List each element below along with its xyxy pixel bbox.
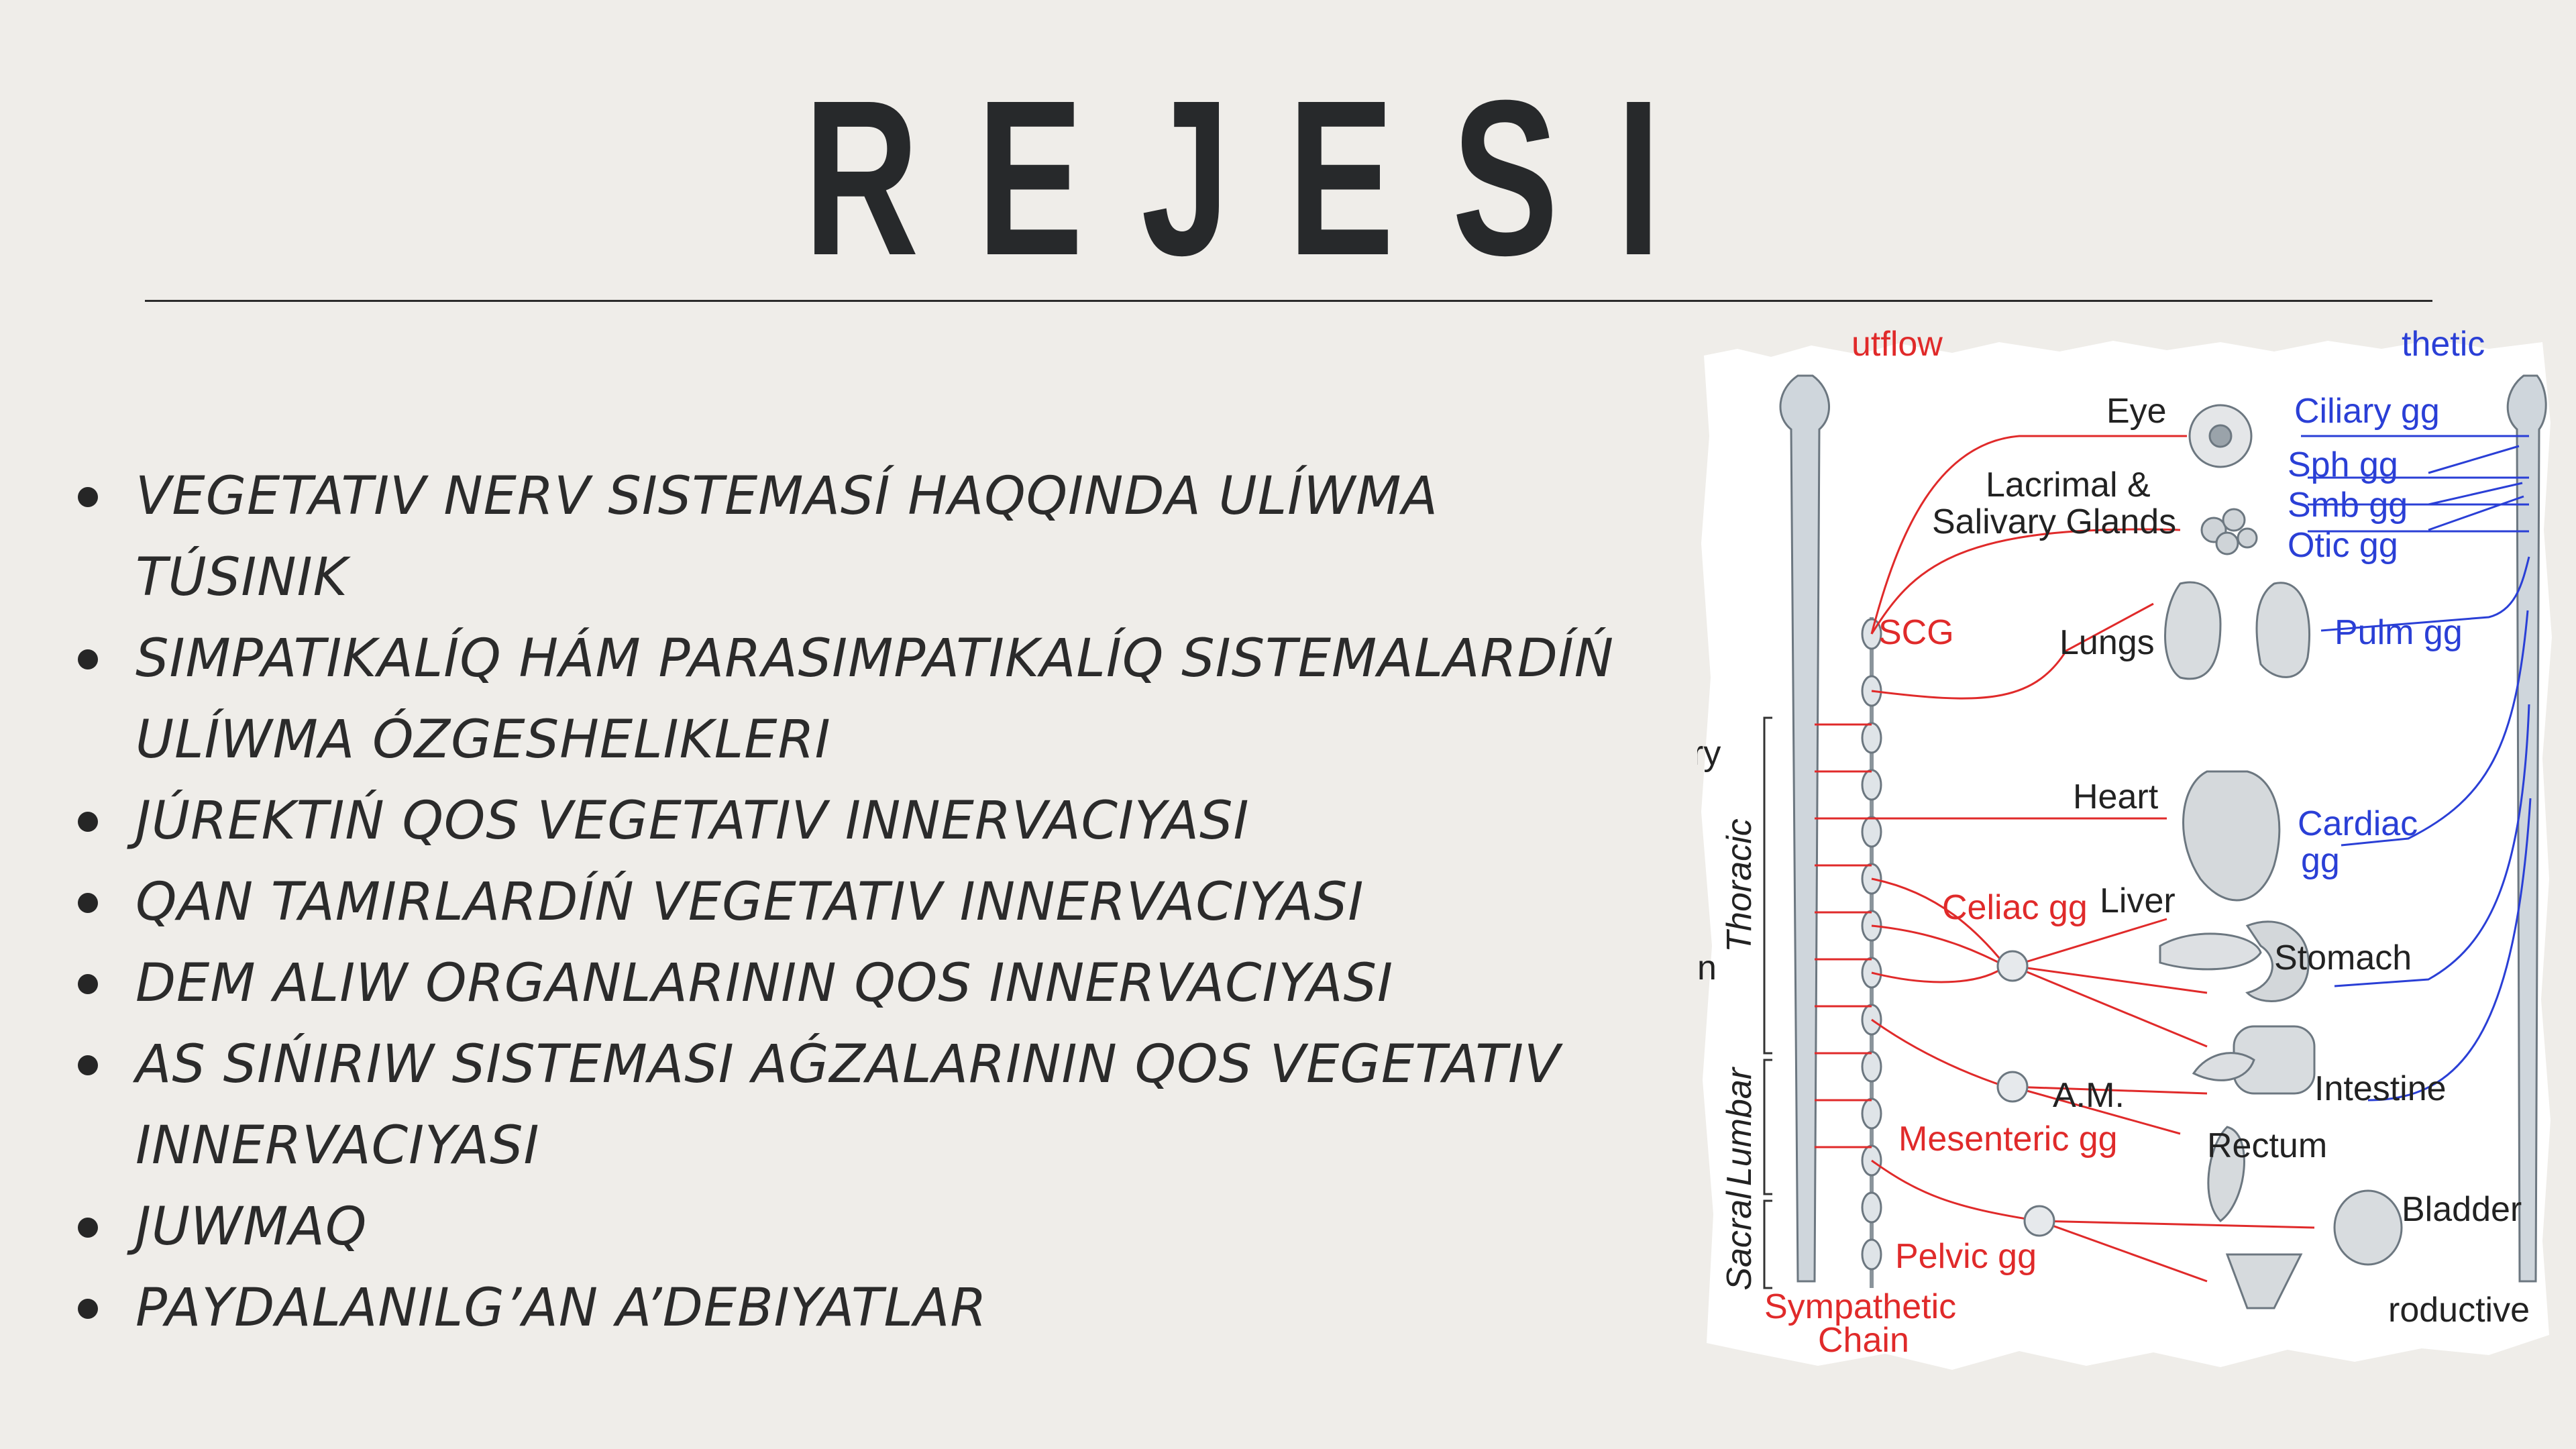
bullet-icon xyxy=(78,1299,98,1319)
rectum-icon xyxy=(2207,1126,2245,1222)
slide-title: REJESI xyxy=(804,54,1719,301)
agenda-item-text: QAN TAMIRLARDÍŃ VEGETATIV INNERVACIYASI xyxy=(136,872,1364,932)
liver-icon xyxy=(2159,932,2262,971)
autonomic-nervous-system-diagram: utflow thetic Eye Lacrimal & Salivary Gl… xyxy=(1697,329,2556,1389)
label-bladder: Bladder xyxy=(2402,1190,2522,1229)
spinal-cord-left xyxy=(1779,374,1830,1283)
agenda-item: VEGETATIV NERV SISTEMASÍ HAQQINDA ULÍWMA… xyxy=(74,456,1650,619)
label-cardiac: Cardiac xyxy=(2298,804,2418,843)
agenda-item-text: PAYDALANILG’AN A’DEBIYATLAR xyxy=(136,1278,987,1338)
label-adrenal-medulla: A.M. xyxy=(2053,1076,2125,1115)
label-lacrimal: Lacrimal & xyxy=(1986,466,2151,504)
agenda-item: JUWMAQ xyxy=(74,1187,1650,1268)
label-chain: Chain xyxy=(1818,1321,1909,1360)
bullet-icon xyxy=(78,649,98,669)
stomach-icon xyxy=(2245,920,2310,1002)
label-otic-gg: Otic gg xyxy=(2288,526,2398,565)
outflow-fragment: utflow xyxy=(1851,329,1943,364)
bladder-icon xyxy=(2333,1189,2403,1266)
bullet-icon xyxy=(78,812,98,832)
label-lumbar: Lumbar xyxy=(1720,1066,1759,1186)
agenda-item-text: JÚREKTIŃ QOS VEGETATIV INNERVACIYASI xyxy=(136,791,1250,851)
label-liver: Liver xyxy=(2100,881,2176,920)
lungs-icon xyxy=(2164,581,2311,680)
agenda-item-text: SIMPATIKALÍQ HÁM PARASIMPATIKALÍQ SISTEM… xyxy=(136,629,1615,770)
label-stomach: Stomach xyxy=(2274,938,2412,977)
label-salivary: Salivary Glands xyxy=(1932,502,2176,541)
torn-paper-background xyxy=(1701,339,2552,1370)
reproductive-icon xyxy=(2225,1253,2303,1309)
adrenal-icon xyxy=(2192,1052,2255,1081)
agenda-list: VEGETATIV NERV SISTEMASÍ HAQQINDA ULÍWMA… xyxy=(74,456,1650,1349)
bullet-icon xyxy=(78,974,98,994)
label-reproductive: roductive xyxy=(2388,1291,2530,1330)
label-scg: SCG xyxy=(1878,613,1954,652)
label-sacral: Sacral xyxy=(1720,1191,1759,1291)
label-sph-gg: Sph gg xyxy=(2288,445,2398,484)
label-smb-gg: Smb gg xyxy=(2288,486,2408,525)
label-pulm-gg: Pulm gg xyxy=(2334,613,2463,652)
edge-fragment-n: n xyxy=(1697,949,1717,987)
bullet-icon xyxy=(78,893,98,913)
label-rectum: Rectum xyxy=(2207,1126,2327,1165)
title-divider xyxy=(145,300,2432,302)
label-ciliary-gg: Ciliary gg xyxy=(2294,392,2440,431)
label-mesenteric-gg: Mesenteric gg xyxy=(1898,1120,2118,1159)
agenda-item: SIMPATIKALÍQ HÁM PARASIMPATIKALÍQ SISTEM… xyxy=(74,619,1650,781)
spinal-cord-right xyxy=(2506,374,2547,1283)
label-cardiac-gg: gg xyxy=(2301,841,2340,880)
bullet-icon xyxy=(78,1218,98,1238)
label-intestine: Intestine xyxy=(2314,1069,2447,1108)
agenda-item: JÚREKTIŃ QOS VEGETATIV INNERVACIYASI xyxy=(74,781,1650,862)
parasympathetic-fragment: thetic xyxy=(2402,329,2485,364)
agenda-item-text: AS SIŃIRIW SISTEMASI AǴZALARININ QOS VEG… xyxy=(136,1034,1561,1176)
salivary-glands-icon xyxy=(2200,508,2258,555)
agenda-item: QAN TAMIRLARDÍŃ VEGETATIV INNERVACIYASI xyxy=(74,862,1650,943)
agenda-item-text: VEGETATIV NERV SISTEMASÍ HAQQINDA ULÍWMA… xyxy=(136,466,1438,608)
bullet-icon xyxy=(78,1055,98,1075)
label-celiac-gg: Celiac gg xyxy=(1942,888,2088,927)
label-pelvic-gg: Pelvic gg xyxy=(1895,1237,2037,1276)
heart-icon xyxy=(2182,770,2281,902)
agenda-item: AS SIŃIRIW SISTEMASI AǴZALARININ QOS VEG… xyxy=(74,1024,1650,1187)
label-lungs: Lungs xyxy=(2059,623,2155,662)
label-heart: Heart xyxy=(2073,777,2159,816)
label-eye: Eye xyxy=(2106,392,2167,431)
agenda-item-text: JUWMAQ xyxy=(136,1197,368,1257)
agenda-item: DEM ALIW ORGANLARININ QOS INNERVACIYASI xyxy=(74,943,1650,1024)
agenda-item: PAYDALANILG’AN A’DEBIYATLAR xyxy=(74,1268,1650,1349)
bullet-icon xyxy=(78,487,98,507)
edge-fragment-ry: ry xyxy=(1697,734,1721,773)
agenda-item-text: DEM ALIW ORGANLARININ QOS INNERVACIYASI xyxy=(136,953,1394,1014)
label-thoracic: Thoracic xyxy=(1720,818,1759,952)
label-sympathetic: Sympathetic xyxy=(1764,1287,1956,1326)
